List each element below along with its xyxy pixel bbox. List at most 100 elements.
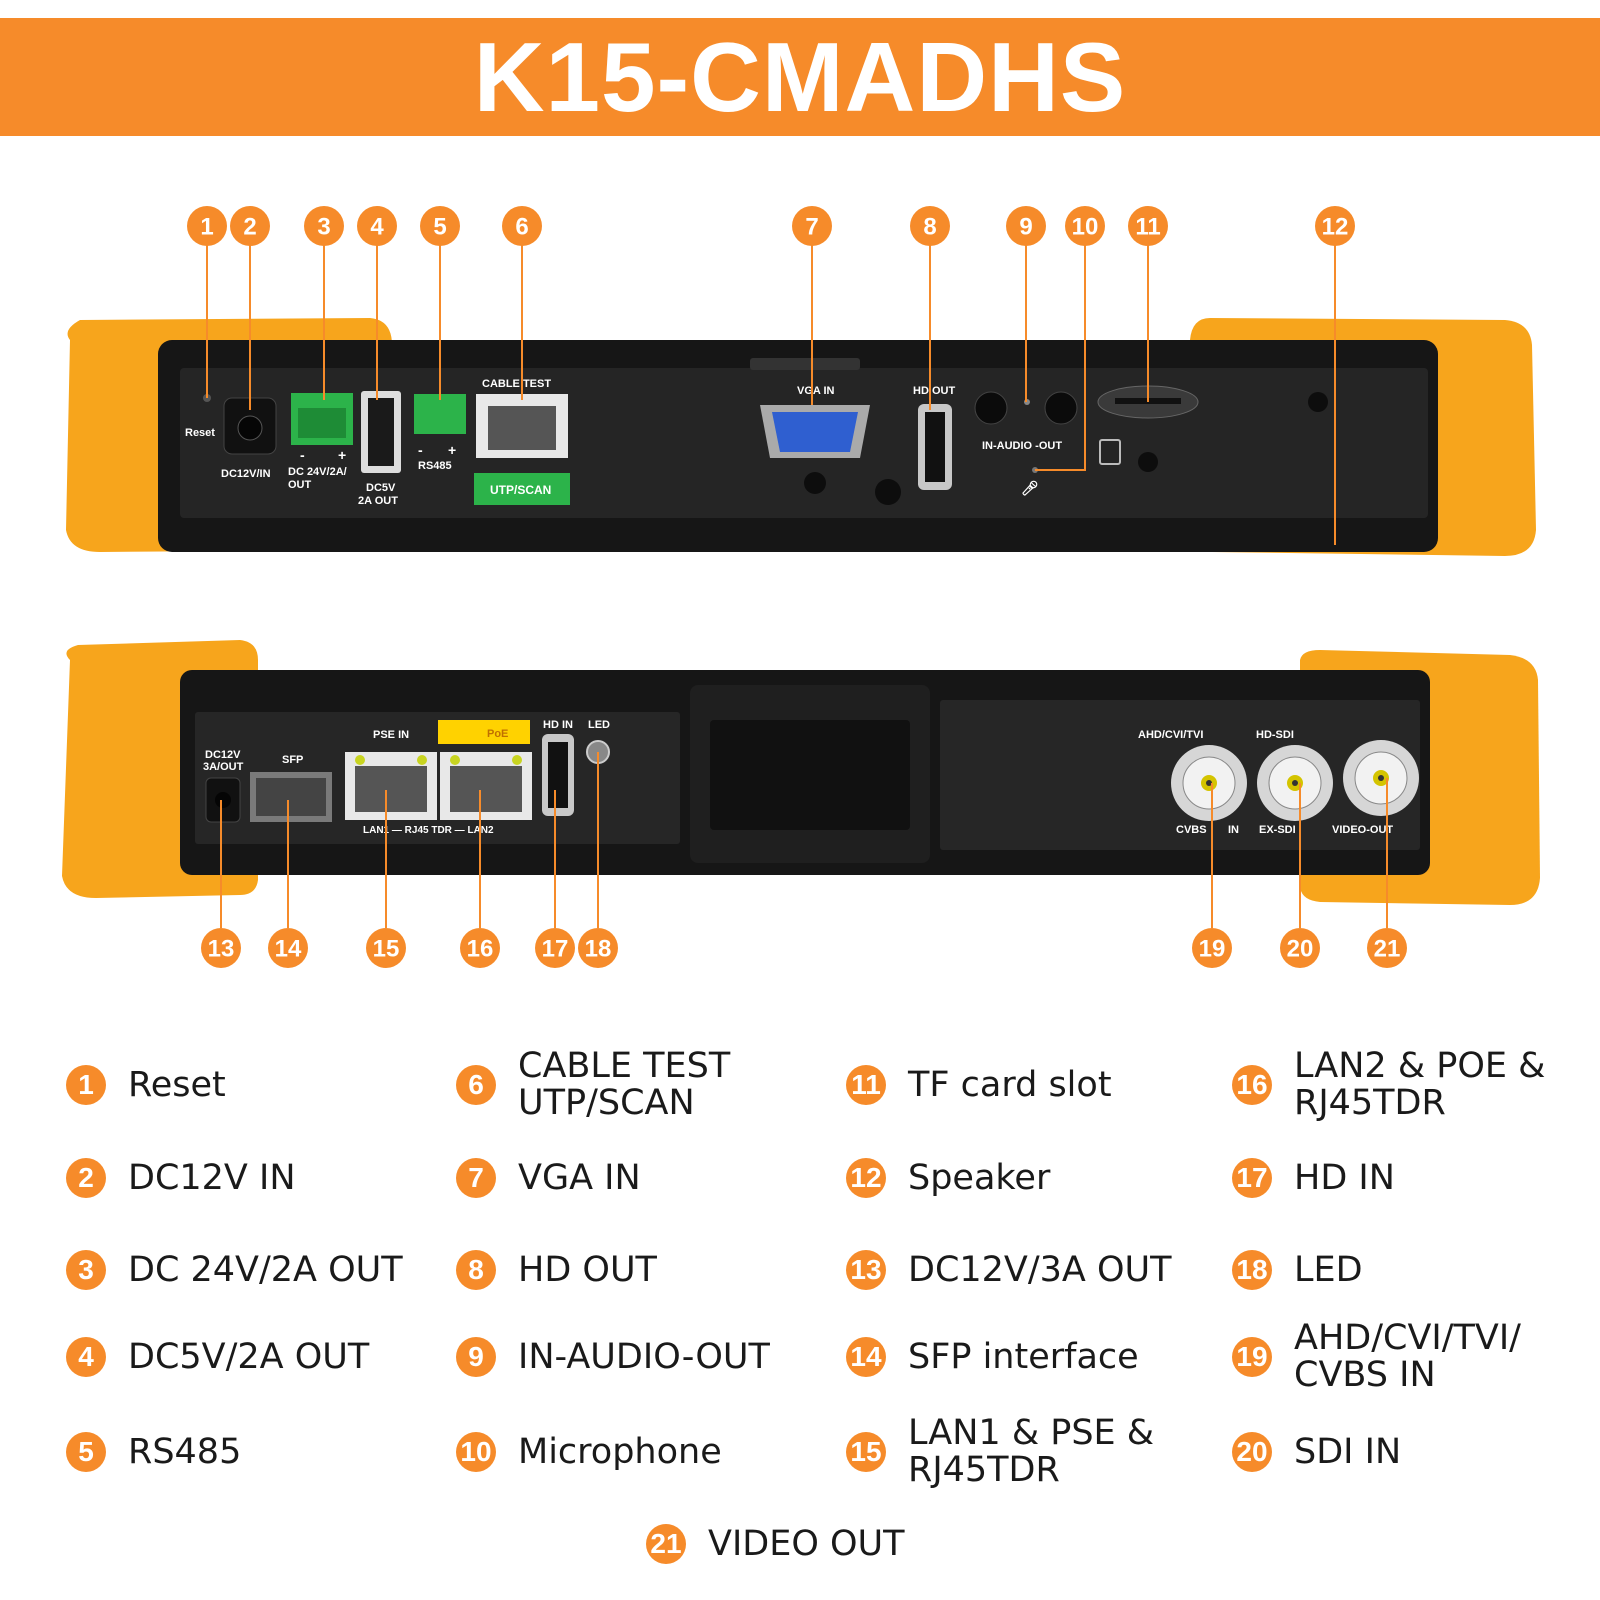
legend-number-badge: 11 (846, 1065, 886, 1105)
callout-number-4: 4 (370, 214, 384, 241)
top-body-ridge (750, 358, 860, 370)
callout-18 (578, 928, 618, 968)
legend-label: AHD/CVI/TVI/ CVBS IN (1294, 1318, 1521, 1395)
legend-label: LED (1294, 1249, 1363, 1290)
legend-label: RS485 (128, 1431, 242, 1472)
bnc-video-out-connector (1343, 740, 1419, 816)
callout-number-16: 16 (467, 936, 494, 963)
callout-14 (268, 928, 308, 968)
device-diagram: Reset DC12V/IN - + DC 24V/2A/ OUT DC5V 2… (62, 206, 1540, 968)
legend-label: Reset (128, 1064, 226, 1105)
legend-label: Microphone (518, 1431, 722, 1472)
callout-8 (910, 206, 950, 246)
cable-test-label: CABLE TEST (482, 378, 551, 390)
page-title: K15-CMADHS (473, 21, 1127, 132)
callout-5 (420, 206, 460, 246)
in-audio-out-label: IN-AUDIO -OUT (982, 440, 1062, 452)
legend-item: 8 HD OUT (456, 1250, 657, 1290)
audio-out-jack (1044, 391, 1078, 425)
legend-number-badge: 7 (456, 1158, 496, 1198)
callout-10 (1065, 206, 1105, 246)
dc5v-label-1: DC5V (366, 482, 396, 494)
speaker-screw-hole (1308, 392, 1328, 412)
dc12v-in-label: DC12V/IN (221, 468, 271, 480)
lan1-led-1 (355, 755, 365, 765)
legend-label: DC12V IN (128, 1157, 296, 1198)
callout-number-10: 10 (1072, 214, 1099, 241)
utp-scan-tag (474, 473, 570, 505)
rs485-label: RS485 (418, 460, 452, 472)
legend-number-badge: 13 (846, 1250, 886, 1290)
legend-label: HD OUT (518, 1249, 657, 1290)
callout-20 (1280, 928, 1320, 968)
legend-number-badge: 1 (66, 1065, 106, 1105)
callout-3 (304, 206, 344, 246)
dc12v-out-label-1: DC12V (205, 749, 241, 761)
callout-number-18: 18 (585, 936, 612, 963)
lan1-port-inner (355, 766, 427, 812)
callout-number-7: 7 (805, 214, 818, 241)
dc24v-label-1: DC 24V/2A/ (288, 466, 347, 478)
rs485-minus: - (418, 442, 423, 458)
vga-in-label: VGA IN (797, 385, 835, 397)
lan2-port-inner (450, 766, 522, 812)
lan1-led-2 (417, 755, 427, 765)
legend-label: DC 24V/2A OUT (128, 1249, 403, 1290)
ahd-label: AHD/CVI/TVI (1138, 729, 1203, 741)
bottom-leader-lines (220, 752, 1388, 928)
dc24v-terminal-slot (298, 408, 346, 438)
callout-19 (1192, 928, 1232, 968)
callout-number-20: 20 (1287, 936, 1314, 963)
legend-number-badge: 12 (846, 1158, 886, 1198)
callout-number-3: 3 (317, 214, 330, 241)
legend-number-badge: 17 (1232, 1158, 1272, 1198)
cvbs-label: CVBS (1176, 824, 1207, 836)
dc12v-in-pin (237, 415, 263, 441)
in-label: IN (1228, 824, 1239, 836)
legend-label: LAN2 & POE & RJ45TDR (1294, 1046, 1546, 1123)
legend-number-badge: 8 (456, 1250, 496, 1290)
legend-item: 7 VGA IN (456, 1158, 641, 1198)
callout-number-21: 21 (1374, 936, 1401, 963)
legend-number-badge: 18 (1232, 1250, 1272, 1290)
legend-item: 18 LED (1232, 1250, 1363, 1290)
callout-number-14: 14 (275, 936, 302, 963)
rs485-terminal (414, 394, 466, 434)
legend-label: VIDEO OUT (708, 1523, 905, 1564)
legend-label: SFP interface (908, 1336, 1139, 1377)
cable-test-port-inner (488, 406, 556, 450)
callout-9 (1006, 206, 1046, 246)
lan2-led-1 (450, 755, 460, 765)
pse-in-label: PSE IN (373, 729, 409, 741)
hdsdi-label: HD-SDI (1256, 729, 1294, 741)
callout-7 (792, 206, 832, 246)
legend-number-badge: 6 (456, 1065, 496, 1105)
callout-13 (201, 928, 241, 968)
legend-label: IN-AUDIO-OUT (518, 1336, 770, 1377)
dc12v-out-pin (215, 792, 231, 808)
callout-number-15: 15 (373, 936, 400, 963)
callout-number-17: 17 (542, 936, 569, 963)
legend-number-badge: 5 (66, 1432, 106, 1472)
callout-number-9: 9 (1019, 214, 1032, 241)
tf-card-icon (1099, 439, 1121, 465)
legend-number-badge: 4 (66, 1337, 106, 1377)
audio-in-jack (974, 391, 1008, 425)
tf-screw-hole (1138, 452, 1158, 472)
legend-label: VGA IN (518, 1157, 641, 1198)
dc24v-plus: + (338, 447, 346, 463)
legend-number-badge: 14 (846, 1337, 886, 1377)
sfp-port-inner (256, 778, 326, 816)
legend-label: SDI IN (1294, 1431, 1402, 1472)
legend-label: Speaker (908, 1157, 1051, 1198)
legend-label: LAN1 & PSE & RJ45TDR (908, 1413, 1155, 1490)
